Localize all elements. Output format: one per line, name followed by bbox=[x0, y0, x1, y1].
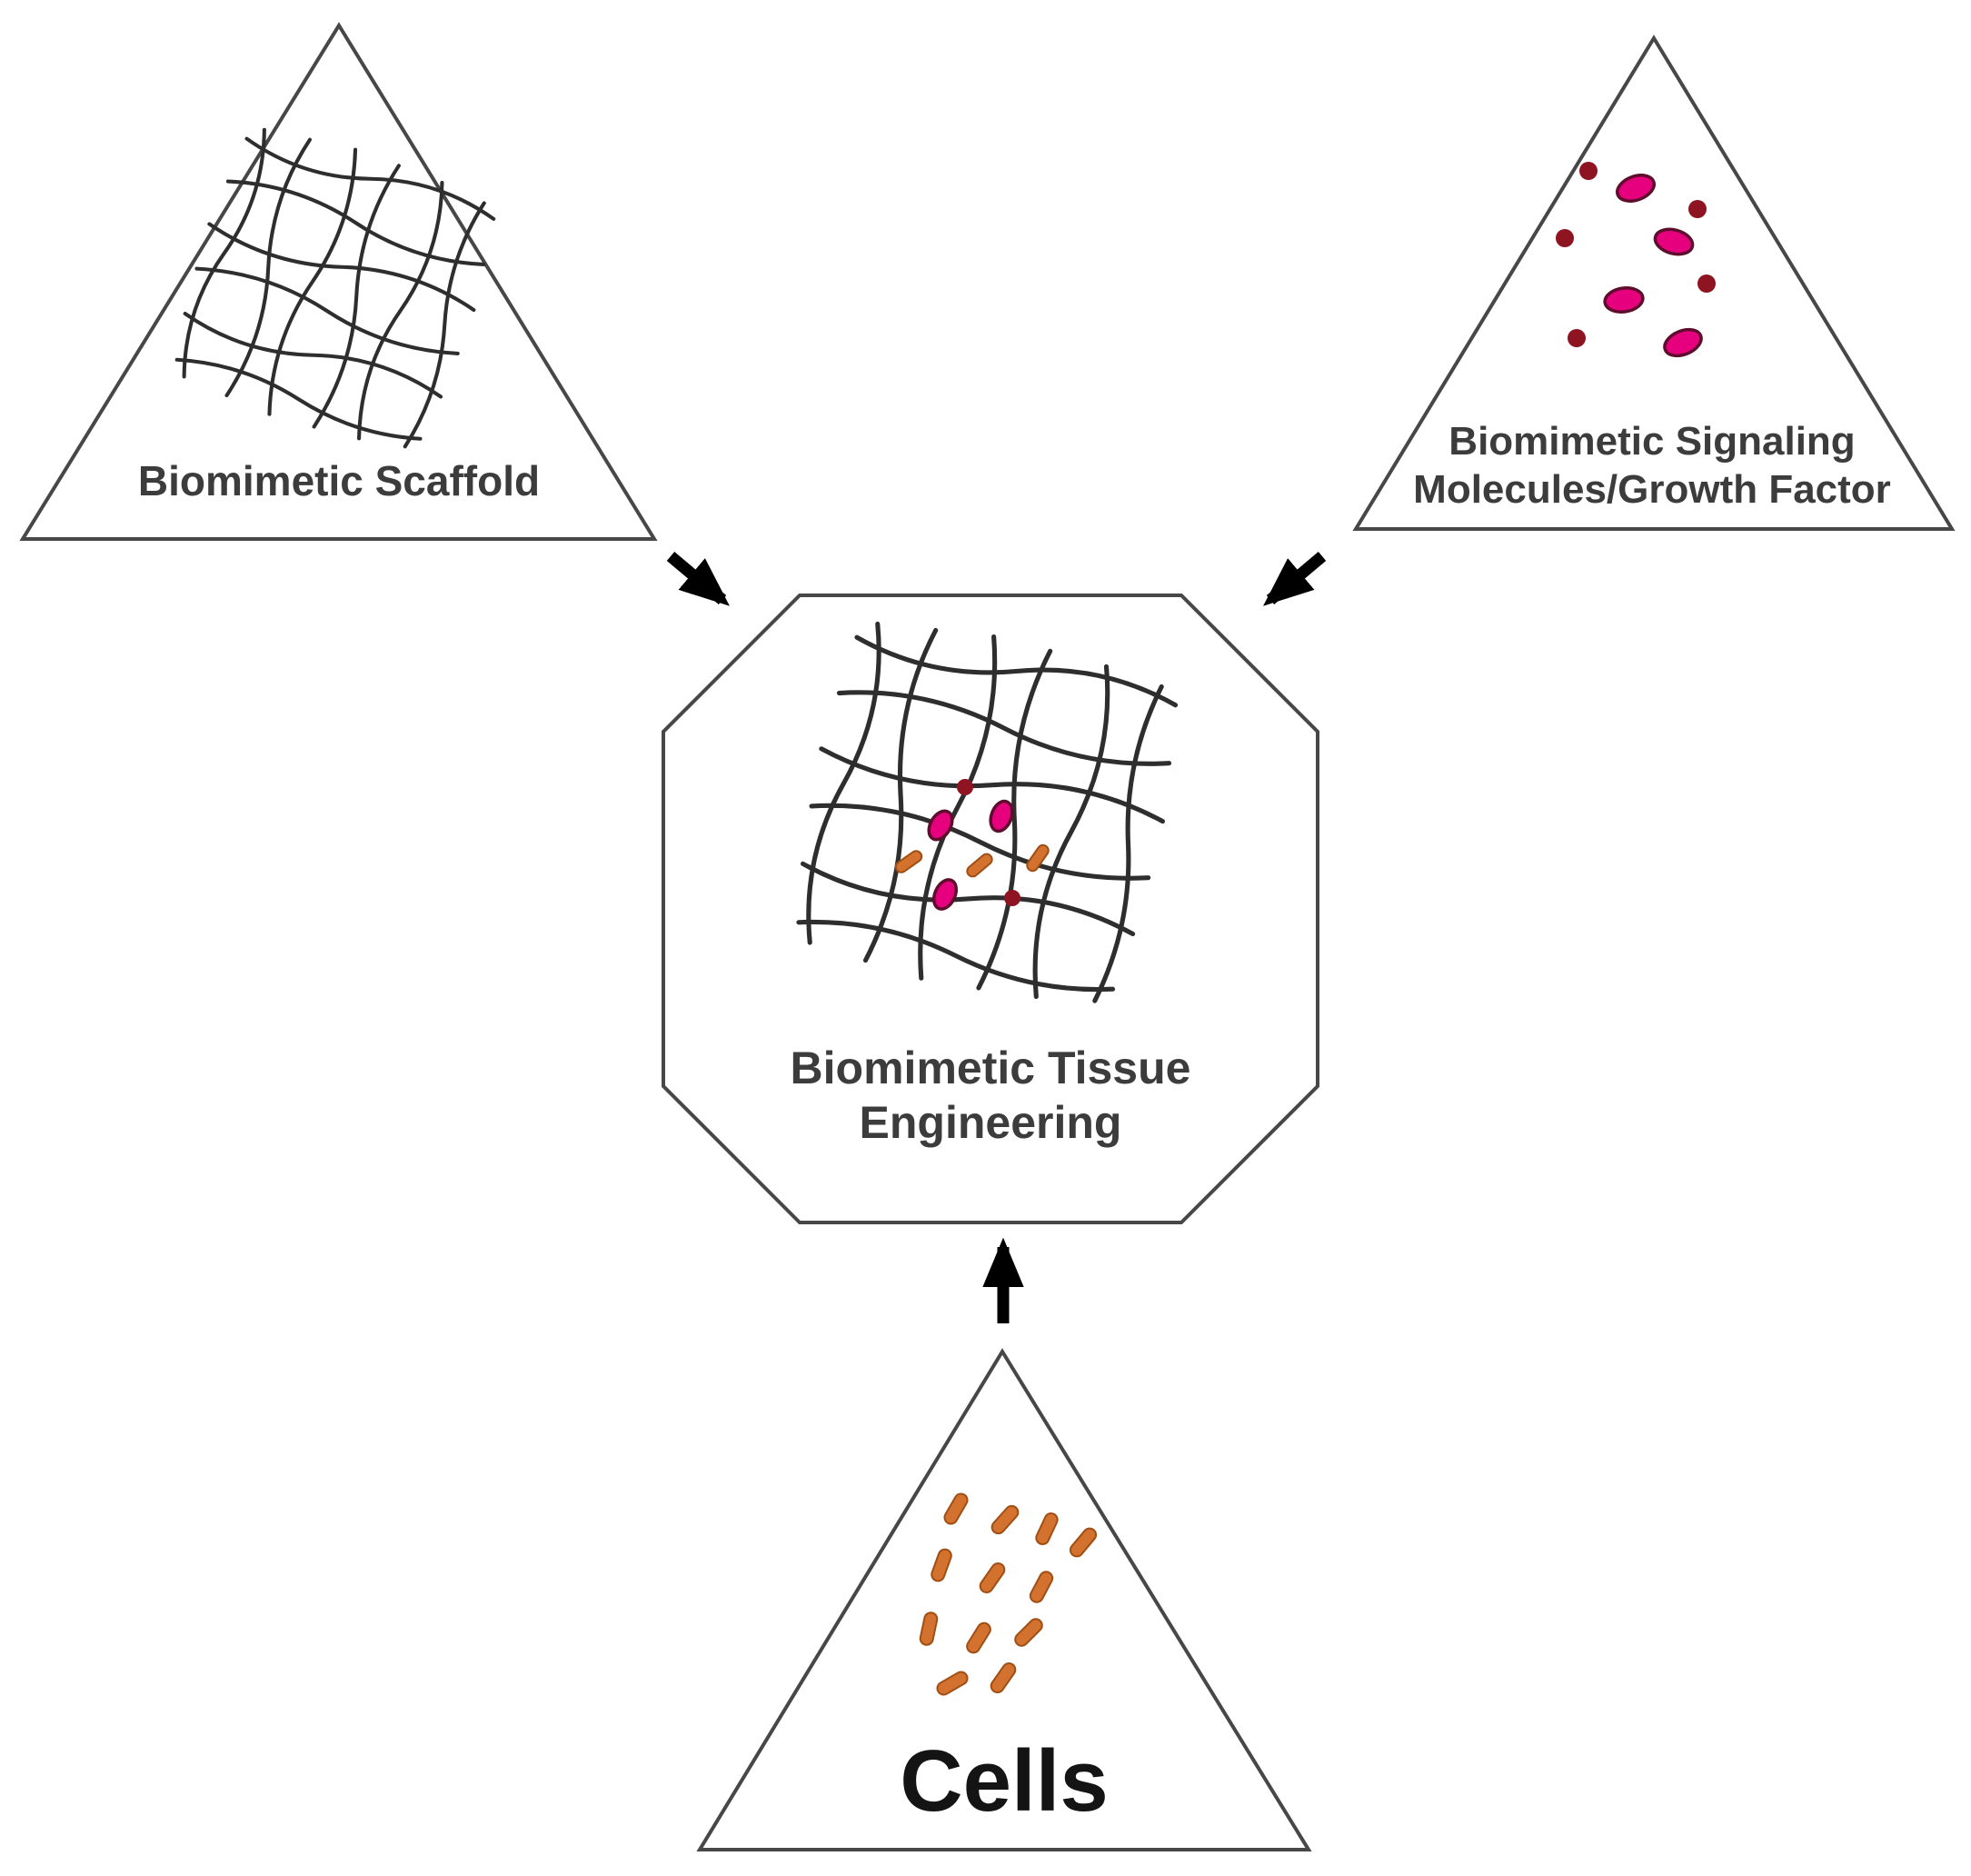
cells-triangle bbox=[696, 1348, 1312, 1851]
growth-factor-dot-icon bbox=[1579, 162, 1598, 180]
molecule-oval-icon bbox=[1663, 327, 1703, 358]
arrow-scaffold-to-center bbox=[666, 552, 730, 606]
center-node: Biomimetic Tissue Engineering bbox=[662, 594, 1319, 1224]
arrow-signaling-to-center bbox=[1263, 552, 1327, 606]
growth-factor-dot-icon bbox=[957, 779, 973, 795]
scaffold-label: Biomimetic Scaffold bbox=[138, 457, 540, 504]
molecule-oval-icon bbox=[1653, 227, 1695, 256]
cell-icon bbox=[966, 1622, 991, 1654]
scaffold-node: Biomimetic Scaffold bbox=[19, 22, 658, 541]
cell-icon bbox=[936, 1671, 969, 1696]
scaffold-triangle bbox=[19, 22, 658, 541]
cell-icon bbox=[919, 1612, 939, 1646]
cell-icon bbox=[1029, 1571, 1054, 1603]
growth-factor-dot-icon bbox=[1568, 329, 1586, 347]
cell-icon bbox=[894, 850, 923, 873]
cell-icon bbox=[1069, 1527, 1098, 1558]
molecule-oval-icon bbox=[931, 878, 959, 911]
signaling-label-line2: Molecules/Growth Factor bbox=[1413, 467, 1891, 512]
signaling-triangle bbox=[1352, 35, 1956, 531]
cells-node: Cells bbox=[696, 1348, 1312, 1851]
signaling-molecules-icon bbox=[1556, 162, 1716, 358]
molecule-oval-icon bbox=[927, 809, 954, 842]
growth-factor-dot-icon bbox=[1004, 890, 1020, 906]
cell-icon bbox=[1035, 1512, 1059, 1545]
molecule-oval-icon bbox=[1603, 286, 1645, 314]
cell-icon bbox=[943, 1492, 969, 1525]
molecule-oval-icon bbox=[989, 799, 1014, 833]
connectors bbox=[666, 552, 1327, 1323]
cell-icon bbox=[990, 1504, 1020, 1535]
growth-factor-dot-icon bbox=[1697, 274, 1716, 293]
cell-icon bbox=[1026, 843, 1050, 873]
cell-icon bbox=[931, 1548, 952, 1582]
cell-icon bbox=[990, 1661, 1017, 1694]
growth-factor-dot-icon bbox=[1688, 200, 1707, 218]
growth-factor-dot-icon bbox=[1556, 229, 1574, 247]
signaling-label-line1: Biomimetic Signaling bbox=[1448, 419, 1855, 464]
cell-icon bbox=[966, 853, 993, 878]
cell-icon bbox=[1014, 1618, 1043, 1647]
signaling-node: Biomimetic Signaling Molecules/Growth Fa… bbox=[1352, 35, 1956, 531]
center-label-line1: Biomimetic Tissue bbox=[791, 1043, 1191, 1093]
cells-cluster-icon bbox=[919, 1492, 1098, 1696]
center-composite-icon bbox=[894, 779, 1050, 911]
cells-label: Cells bbox=[900, 1732, 1108, 1830]
molecule-oval-icon bbox=[1616, 174, 1656, 203]
center-label-line2: Engineering bbox=[860, 1097, 1122, 1148]
cell-icon bbox=[979, 1562, 1006, 1594]
